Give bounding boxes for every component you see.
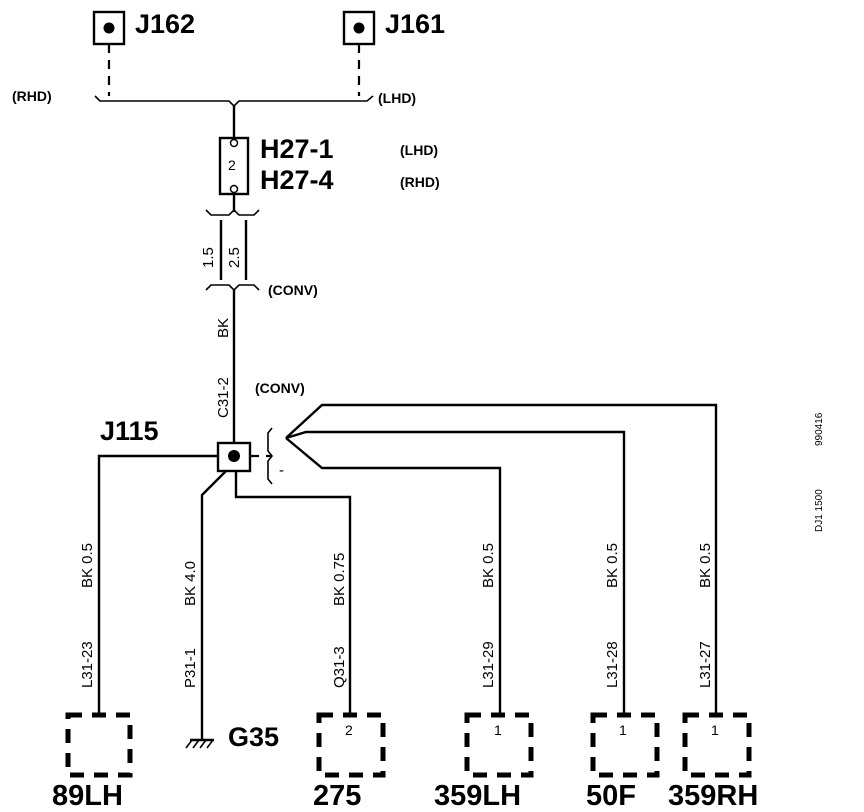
branch-wire-89lh	[97, 454, 218, 715]
branch-labels: BK 0.5 L31-23 BK 4.0 P31-1 BK 0.75 Q31-3…	[79, 543, 714, 688]
ground-g35-label: G35	[228, 722, 279, 752]
wire-size-alt-label: 1.5	[200, 247, 217, 268]
conv-branch-bracket	[267, 427, 274, 485]
component-50f-box	[590, 712, 660, 778]
branch-50f-spec: BK 0.5	[604, 543, 621, 588]
lhd-variant-label: (LHD)	[378, 90, 416, 106]
switch-j162-terminal	[103, 22, 115, 34]
main-wire-id-label: C31-2	[215, 377, 232, 418]
ground-g35: G35	[185, 722, 279, 752]
branch-359lh-wire-id: L31-29	[480, 641, 497, 688]
branch-89lh-wire-id: L31-23	[79, 641, 96, 688]
switch-j161-terminal	[353, 22, 365, 34]
connector-h27: 2 H27-1 (LHD) H27-4 (RHD)	[218, 134, 440, 196]
connector-h27-pin-top	[229, 138, 239, 148]
connector-h27-4-label: H27-4	[260, 165, 334, 195]
branch-wire-50f	[285, 430, 626, 715]
component-359rh-label: 359RH	[668, 780, 758, 812]
junction-dash-label: -	[279, 462, 284, 479]
variant-bus	[94, 95, 374, 108]
branch-g35-spec: BK 4.0	[182, 561, 199, 606]
branch-wire-359rh	[285, 403, 718, 715]
component-89lh-label: 89LH	[52, 780, 123, 812]
connector-h27-1-variant: (LHD)	[400, 142, 438, 158]
size-splice-bottom	[205, 284, 260, 292]
size-splice-top	[205, 208, 260, 216]
drawing-code-id: DJ1 1500	[814, 489, 825, 532]
component-275-box	[316, 712, 386, 778]
branch-wire-g35	[200, 470, 227, 740]
conv-branch-label: (CONV)	[255, 380, 305, 396]
component-359rh-pin: 1	[711, 722, 719, 738]
branch-359rh-wire-id: L31-27	[697, 641, 714, 688]
branch-275-wire-id: Q31-3	[331, 646, 348, 688]
wire-size-main-label: 2.5	[226, 247, 243, 268]
junction-j115-node	[228, 450, 240, 462]
component-359lh: 1 359LH	[434, 712, 534, 812]
component-359lh-pin: 1	[494, 722, 502, 738]
branch-359rh-spec: BK 0.5	[697, 543, 714, 588]
component-50f-label: 50F	[586, 780, 636, 812]
component-359lh-label: 359LH	[434, 780, 521, 812]
component-50f-pin: 1	[619, 722, 627, 738]
component-275: 2 275	[313, 712, 386, 812]
component-50f: 1 50F	[586, 712, 660, 812]
component-359rh: 1 359RH	[668, 712, 758, 812]
branch-wire-359lh	[285, 437, 502, 715]
junction-j115-label: J115	[100, 416, 159, 446]
component-359rh-box	[682, 712, 752, 778]
branch-359lh-spec: BK 0.5	[480, 543, 497, 588]
switch-j161-label: J161	[385, 9, 445, 39]
branch-50f-wire-id: L31-28	[604, 641, 621, 688]
branch-89lh-spec: BK 0.5	[79, 543, 96, 588]
junction-j115: J115	[100, 416, 252, 473]
conv-variant-label: (CONV)	[268, 282, 318, 298]
connector-h27-pin-number: 2	[228, 157, 236, 173]
switch-j162-label: J162	[135, 9, 195, 39]
drawing-code-date: 990416	[814, 412, 825, 446]
branch-wire-275	[234, 471, 352, 715]
connector-h27-4-variant: (RHD)	[400, 174, 440, 190]
rhd-variant-label: (RHD)	[12, 88, 52, 104]
main-wire-color-label: BK	[215, 318, 232, 338]
ground-icon	[185, 738, 214, 749]
connector-h27-1-label: H27-1	[260, 134, 334, 164]
component-275-pin: 2	[345, 722, 353, 738]
component-359lh-box	[464, 712, 534, 778]
switch-j162: J162	[92, 9, 195, 46]
branch-275-spec: BK 0.75	[331, 553, 348, 606]
connector-h27-pin-bottom	[229, 184, 239, 194]
component-275-label: 275	[313, 780, 361, 812]
component-89lh: 89LH	[52, 712, 133, 812]
branch-g35-wire-id: P31-1	[182, 648, 199, 688]
component-89lh-box	[65, 712, 133, 778]
switch-j161: J161	[342, 9, 445, 46]
